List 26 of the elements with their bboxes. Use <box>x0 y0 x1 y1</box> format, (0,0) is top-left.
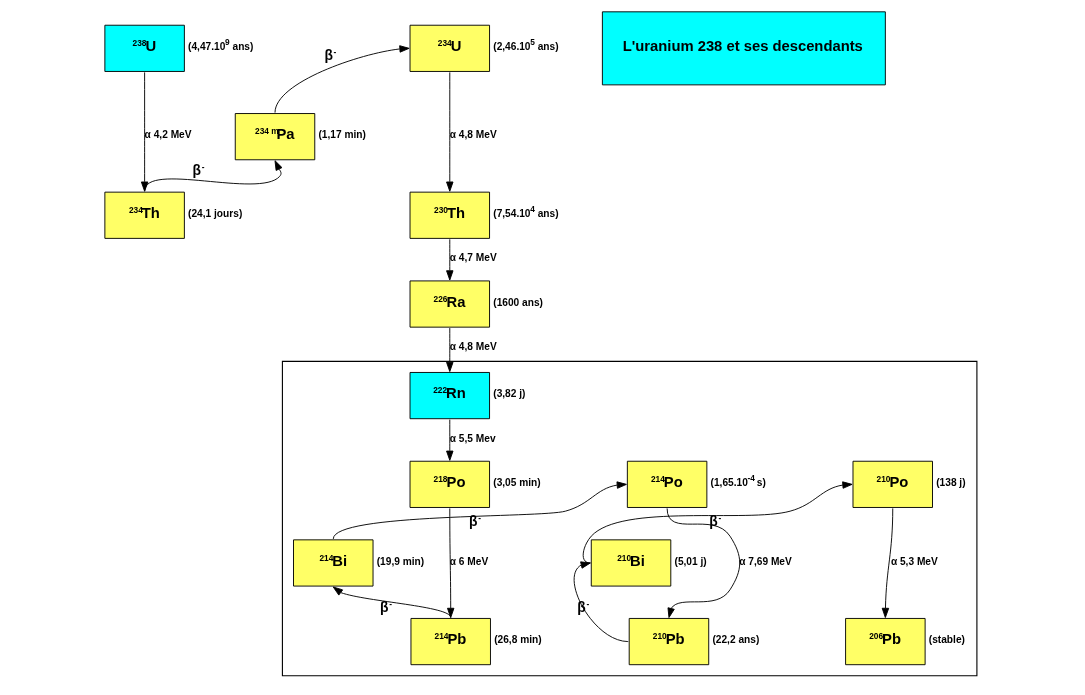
node-label: (3,82 j) <box>493 388 526 400</box>
edge-label: β$^{-}$ <box>469 513 482 530</box>
edge-label: β$^{-}$ <box>380 599 393 616</box>
node-label: (26,8 min) <box>494 634 542 646</box>
node-label: (138 j) <box>936 477 966 489</box>
node-label: (3,05 min) <box>493 477 541 489</box>
node-label: (2,46.10$^{5}$ ans) <box>493 37 559 53</box>
edge-label: α 5,5 Mev <box>449 432 496 444</box>
node-label: (stable) <box>928 634 965 646</box>
node-label: (5,01 j) <box>674 555 707 567</box>
edge-label: α 5,3 MeV <box>890 555 938 567</box>
edge-label: α 4,7 MeV <box>449 252 497 264</box>
node-label: (1600 ans) <box>493 296 543 308</box>
node-label: (19,9 min) <box>376 555 425 567</box>
edge-label: β$^{-}$ <box>192 162 205 179</box>
node-label: (7,54.10$^{4}$ ans) <box>493 203 559 219</box>
edge-label: α 4,8 MeV <box>449 129 497 141</box>
edge-label: α 4,8 MeV <box>449 341 497 353</box>
node-label: (1,65.10$^{-4}$ s) <box>710 473 766 489</box>
node-label: (4,47.10$^{9}$ ans) <box>188 37 254 53</box>
edge-label: α 4,2 MeV <box>144 129 192 141</box>
edge-label: β$^{-}$ <box>709 512 722 529</box>
node-label: (24,1 jours) <box>188 207 243 219</box>
node-label: (22,2 ans) <box>712 634 760 646</box>
edge-label: β$^{-}$ <box>324 46 337 63</box>
node-label: (1,17 min) <box>318 129 366 141</box>
